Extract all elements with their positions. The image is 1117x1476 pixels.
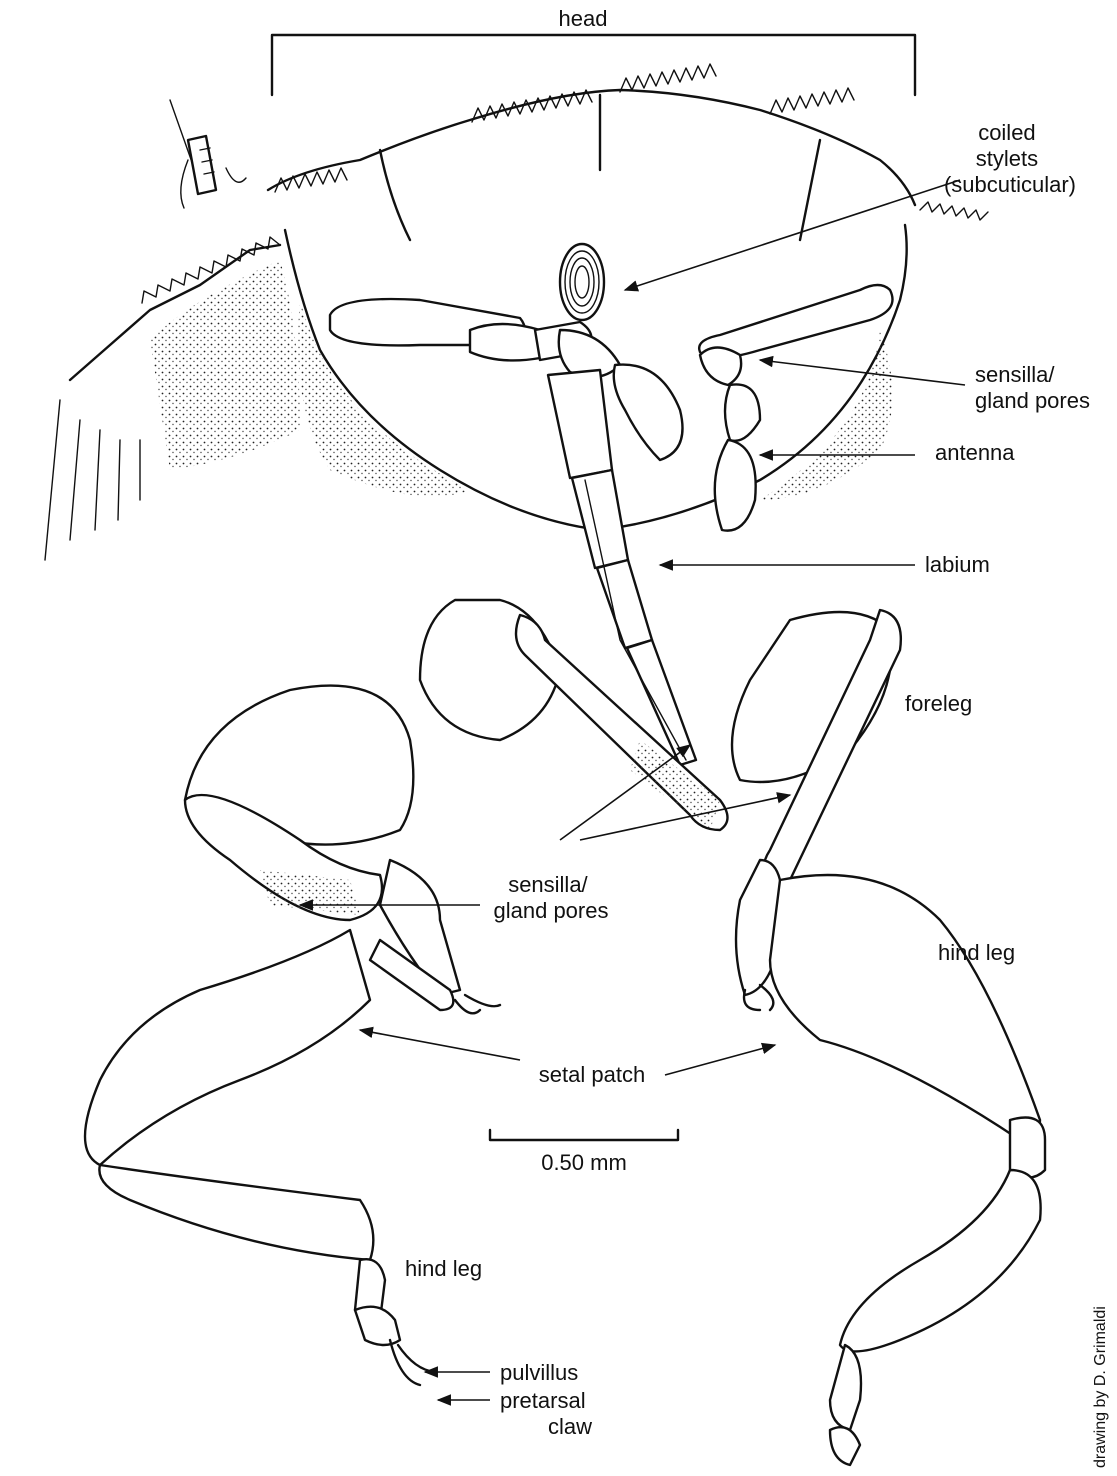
coiled-stylets	[560, 244, 604, 320]
label-head: head	[559, 6, 608, 31]
head-margin	[268, 64, 988, 240]
label-pulvillus: pulvillus	[500, 1360, 578, 1385]
label-sensilla-top: sensilla/ gland pores	[975, 362, 1090, 413]
label-coiled-stylets-line3: (subcuticular)	[944, 172, 1076, 197]
label-hind-leg-right: hind leg	[938, 940, 1015, 965]
left-thorax	[45, 237, 300, 560]
label-scale-bar: 0.50 mm	[541, 1150, 627, 1175]
label-coiled-stylets: coiled stylets (subcuticular)	[944, 120, 1076, 197]
label-setal-patch: setal patch	[539, 1062, 645, 1087]
label-hind-leg-left: hind leg	[405, 1256, 482, 1281]
label-foreleg: foreleg	[905, 691, 972, 716]
label-coiled-stylets-line1: coiled	[978, 120, 1035, 145]
label-labium: labium	[925, 552, 990, 577]
foreleg-left	[420, 600, 728, 830]
stylet-inset-icon	[170, 100, 246, 208]
label-sensilla-center: sensilla/ gland pores	[494, 872, 609, 923]
head-bracket	[272, 35, 915, 95]
scale-bar	[490, 1130, 678, 1140]
label-pretarsal-claw-line1: pretarsal	[500, 1388, 586, 1413]
insect-drawing	[45, 35, 1045, 1465]
label-sensilla-center-line2: gland pores	[494, 898, 609, 923]
label-antenna: antenna	[935, 440, 1015, 465]
label-credit: drawing by D. Grimaldi	[1092, 1306, 1109, 1468]
label-sensilla-top-line2: gland pores	[975, 388, 1090, 413]
label-sensilla-center-line1: sensilla/	[508, 872, 588, 897]
label-pretarsal-claw: pretarsal claw	[500, 1388, 592, 1439]
label-sensilla-top-line1: sensilla/	[975, 362, 1055, 387]
label-coiled-stylets-line2: stylets	[976, 146, 1038, 171]
label-pretarsal-claw-line2: claw	[548, 1414, 592, 1439]
